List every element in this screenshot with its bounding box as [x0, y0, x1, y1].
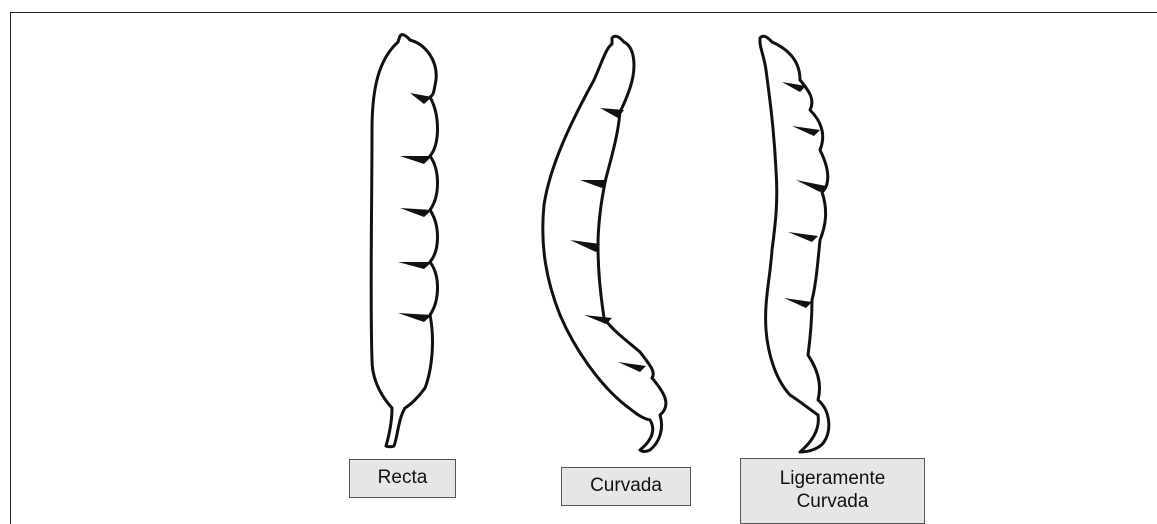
- label-curved-text: Curvada: [590, 475, 662, 498]
- label-straight: Recta: [349, 459, 456, 498]
- label-straight-text: Recta: [378, 467, 428, 490]
- label-slightly-curved-line2: Curvada: [797, 491, 869, 514]
- label-slightly-curved-line1: Ligeramente: [780, 468, 886, 491]
- slightly-curved-pod: [760, 36, 829, 452]
- straight-pod: [371, 35, 437, 447]
- curved-pod: [543, 36, 666, 451]
- label-curved: Curvada: [561, 467, 691, 506]
- label-slightly-curved: Ligeramente Curvada: [740, 458, 925, 524]
